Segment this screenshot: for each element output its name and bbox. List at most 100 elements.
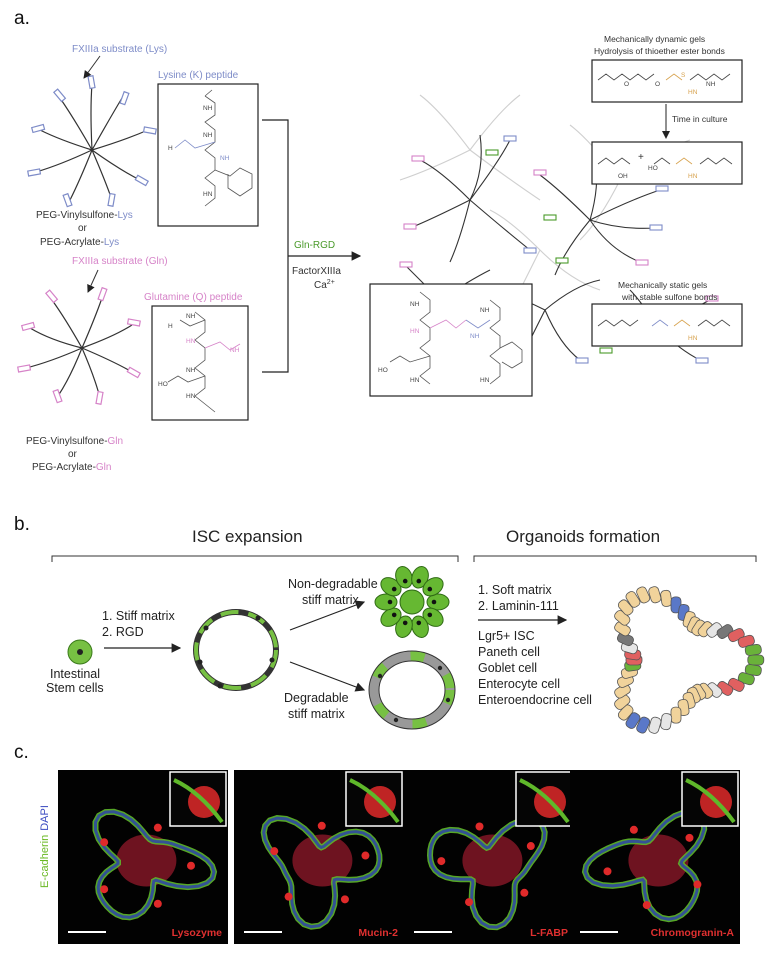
reaction-bracket (262, 119, 362, 373)
isc-label-2: Stem cells (46, 681, 104, 695)
stain-label-1: Lysozyme (172, 927, 223, 939)
svg-text:NH: NH (186, 313, 196, 320)
peg-ac-gln-a: PEG-Acrylate- (32, 462, 96, 473)
svg-text:NH: NH (410, 301, 420, 308)
svg-text:HN: HN (688, 335, 698, 342)
nondegradable-cyst-icon (374, 566, 450, 638)
deg-label-1: Degradable (284, 691, 349, 705)
gln-end-groups (17, 286, 142, 405)
svg-text:HN: HN (410, 328, 420, 335)
micrograph-2: Mucin-2 (234, 770, 404, 944)
cell-type-legend: Lgr5+ ISC Paneth cell Goblet cell Entero… (478, 629, 592, 707)
stain-label-3: L-FABP (530, 927, 568, 939)
svg-text:Ca2+: Ca2+ (314, 279, 335, 291)
ca-label: Ca (314, 280, 327, 291)
svg-text:HN: HN (186, 393, 196, 400)
dynamic-gel-structure-box (591, 59, 743, 103)
organoid-icon (614, 586, 765, 734)
panel-a-letter: a. (14, 8, 30, 29)
or-1: or (78, 223, 88, 234)
or-2: or (68, 449, 78, 460)
panel-b-letter: b. (14, 514, 30, 535)
svg-text:H: H (168, 323, 173, 330)
ylabel-dapi: DAPI (39, 805, 51, 831)
svg-text:NH: NH (186, 367, 196, 374)
svg-text:HN: HN (203, 191, 213, 198)
nondeg-label-1: Non-degradable (288, 577, 378, 591)
svg-text:HO: HO (158, 381, 168, 388)
stain-label-4: Chromogranin-A (651, 927, 735, 939)
svg-text:HN: HN (480, 377, 490, 384)
svg-text:+: + (638, 152, 644, 163)
legend-lgr5: Lgr5+ ISC (478, 629, 535, 643)
svg-text:NH: NH (480, 307, 490, 314)
lys-end-groups (27, 75, 157, 208)
lysine-peptide-label: Lysine (K) peptide (158, 70, 239, 81)
step-stiff-matrix: 1. Stiff matrix (102, 609, 175, 623)
panel-b: b. ISC expansion Organoids formation Int… (14, 514, 765, 734)
time-in-culture: Time in culture (672, 114, 728, 124)
svg-text:S: S (681, 72, 686, 79)
svg-text:HO: HO (648, 165, 658, 172)
svg-text:O: O (655, 81, 660, 88)
glutamine-peptide-box (151, 305, 249, 421)
legend-enterocyte: Enterocyte cell (478, 677, 560, 691)
legend-goblet: Goblet cell (478, 661, 537, 675)
static-gels-line1: Mechanically static gels (618, 280, 707, 290)
micrograph-row: Lysozyme Mucin-2 L-FABP Chromogranin-A (58, 770, 740, 944)
organoids-formation-title: Organoids formation (506, 527, 660, 546)
step-soft-matrix: 1. Soft matrix (478, 583, 552, 597)
gln-rgd-label: Gln-RGD (294, 240, 335, 251)
stain-label-2: Mucin-2 (358, 927, 398, 939)
legend-enteroendocrine: Enteroendocrine cell (478, 693, 592, 707)
peg-star-lys (35, 83, 149, 201)
svg-text:HN: HN (186, 338, 196, 345)
svg-text:HO: HO (378, 367, 388, 374)
peg-star-gln (25, 297, 133, 399)
dynamic-gels-line2: Hydrolysis of thioether ester bonds (594, 46, 725, 56)
svg-text:PEG-Acrylate-Lys: PEG-Acrylate-Lys (40, 237, 119, 248)
ylabel-ecadherin: E-cadherin (39, 835, 51, 888)
fxiiia-gln-label: FXIIIa substrate (Gln) (72, 256, 168, 267)
svg-text:NH: NH (470, 333, 480, 340)
glutamine-structure (167, 311, 241, 413)
svg-text:O: O (624, 81, 629, 88)
micrograph-1: Lysozyme (58, 770, 228, 944)
ca-sup: 2+ (327, 279, 335, 286)
svg-text:PEG-Vinylsulfone-Lys: PEG-Vinylsulfone-Lys (36, 210, 133, 221)
step-rgd: 2. RGD (102, 625, 144, 639)
isc-label-1: Intestinal (50, 667, 100, 681)
isc-expansion-title: ISC expansion (192, 527, 303, 546)
svg-text:E-cadherinDAPI: E-cadherin DAPI (39, 805, 51, 888)
deg-label-2: stiff matrix (288, 707, 345, 721)
peg-vs-gln-b: Gln (108, 436, 124, 447)
svg-text:NH: NH (230, 347, 240, 354)
svg-text:HN: HN (410, 377, 420, 384)
svg-text:PEG-Vinylsulfone-Gln: PEG-Vinylsulfone-Gln (26, 436, 123, 447)
micrograph-3: L-FABP (404, 770, 574, 944)
svg-text:HN: HN (688, 89, 698, 96)
nondeg-label-2: stiff matrix (302, 593, 359, 607)
svg-text:NH: NH (220, 155, 230, 162)
peg-vs-lys-a: PEG-Vinylsulfone- (36, 210, 118, 221)
static-gels-line2: with stable sulfone bonds (621, 292, 717, 302)
micrograph-4: Chromogranin-A (570, 770, 740, 944)
svg-text:NH: NH (203, 132, 213, 139)
svg-text:OH: OH (618, 173, 628, 180)
glutamine-peptide-label: Glutamine (Q) peptide (144, 292, 243, 303)
dynamic-gels-line1: Mechanically dynamic gels (604, 34, 705, 44)
peg-ac-lys-b: Lys (104, 237, 119, 248)
lysine-peptide-box (157, 83, 259, 227)
lysine-structure (174, 89, 253, 207)
factor-label: FactorXIIIa (292, 266, 341, 277)
fxiiia-lys-label: FXIIIa substrate (Lys) (72, 44, 167, 55)
svg-text:HN: HN (688, 173, 698, 180)
svg-text:PEG-Acrylate-Gln: PEG-Acrylate-Gln (32, 462, 111, 473)
svg-text:H: H (168, 145, 173, 152)
peg-vs-gln-a: PEG-Vinylsulfone- (26, 436, 108, 447)
peg-ac-gln-b: Gln (96, 462, 112, 473)
svg-text:NH: NH (706, 81, 716, 88)
crosslinked-peptide-box (369, 283, 533, 397)
